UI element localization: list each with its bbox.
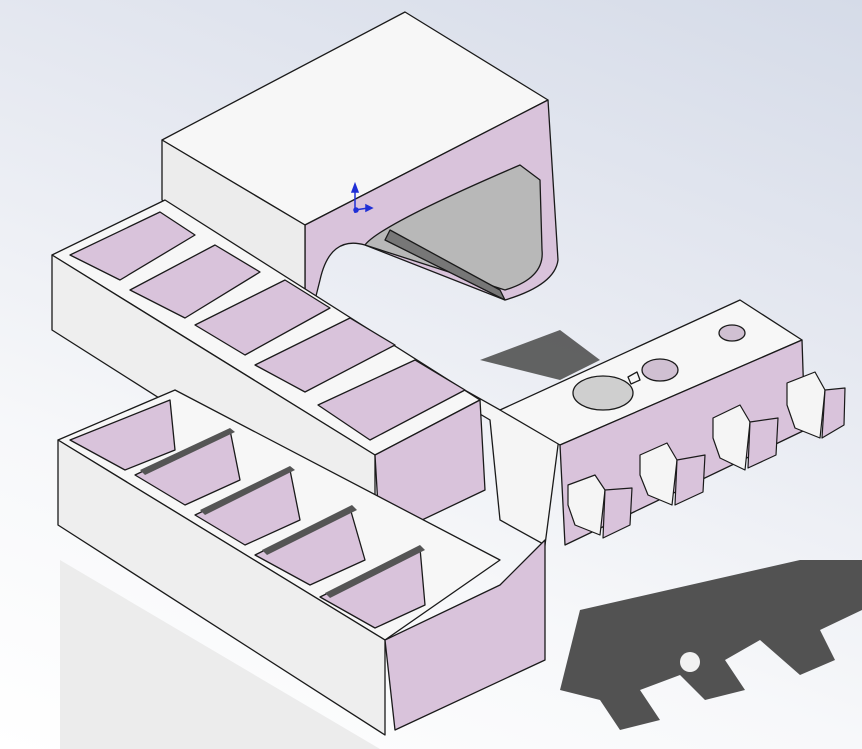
floor-reflection <box>60 560 380 749</box>
hook-4 <box>786 371 846 439</box>
medium-hole <box>641 358 679 382</box>
handle-loop <box>161 11 559 301</box>
small-hole <box>718 324 746 342</box>
coordinate-triad-icon <box>350 181 374 213</box>
hook-1 <box>567 474 633 539</box>
upper-tray <box>51 199 486 541</box>
large-hole <box>572 375 634 411</box>
model-shadow <box>480 330 862 730</box>
hooks <box>567 371 846 539</box>
lower-tray <box>57 389 546 736</box>
hook-3 <box>712 404 779 471</box>
hook-2 <box>639 442 706 506</box>
